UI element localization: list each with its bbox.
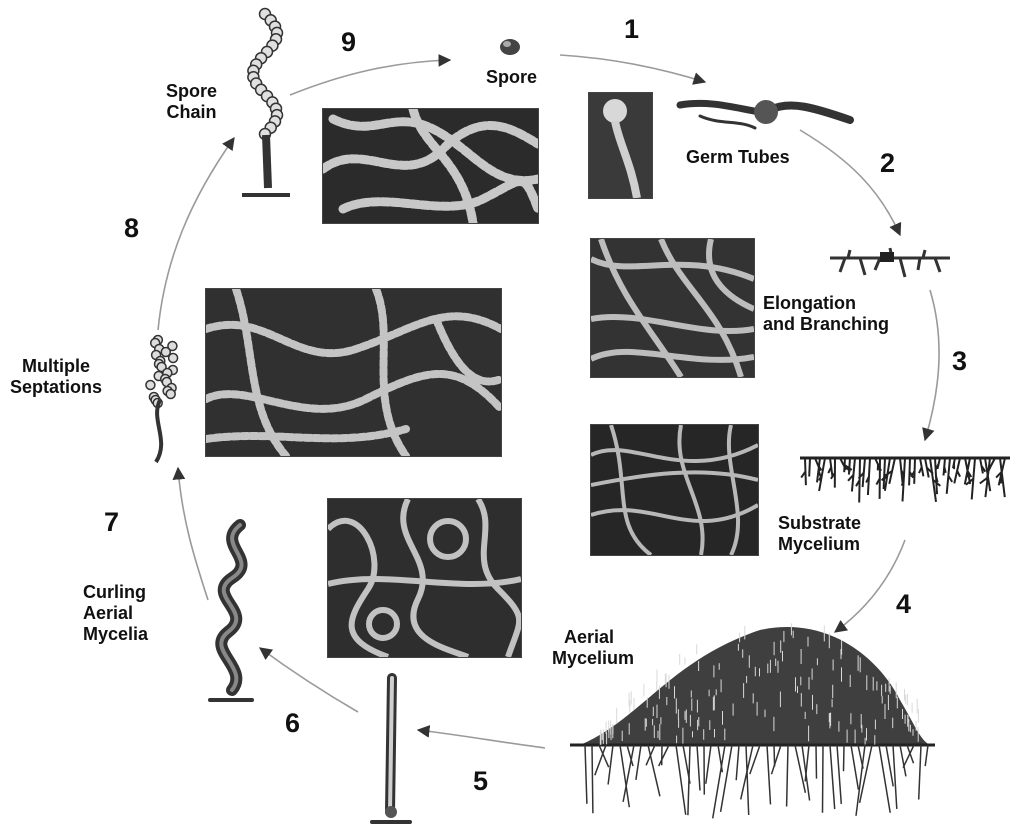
label-curling-aerial-mycelia: Curling Aerial Mycelia	[83, 582, 148, 645]
root-hypha	[925, 745, 928, 766]
root-hypha	[893, 745, 897, 809]
aerial-hypha-drawing	[372, 678, 410, 822]
root-hypha	[837, 745, 841, 804]
root-hypha	[767, 745, 771, 804]
root-hypha	[713, 745, 725, 818]
label-elongation-line2: and Branching	[763, 314, 889, 335]
root-hypha	[919, 745, 921, 800]
label-curling-line2: Aerial	[83, 603, 148, 624]
arrow-6	[260, 648, 358, 712]
label-spore: Spore	[486, 67, 537, 88]
root-hypha	[830, 745, 835, 809]
label-elongation-line1: Elongation	[763, 293, 889, 314]
root-hypha	[697, 745, 700, 791]
arrow-5	[418, 730, 545, 748]
root-hypha	[795, 745, 805, 793]
label-substrate-mycelium: Substrate Mycelium	[778, 513, 861, 555]
step-number-9: 9	[341, 27, 356, 58]
curling-mycelia-drawing	[210, 525, 252, 700]
germ-tubes-drawing	[680, 100, 850, 128]
label-germ-tubes: Germ Tubes	[686, 147, 790, 168]
label-substrate-line2: Mycelium	[778, 534, 861, 555]
step-number-5: 5	[473, 766, 488, 797]
root-hypha	[805, 745, 809, 781]
arrow-1	[560, 55, 705, 82]
step-number-8: 8	[124, 213, 139, 244]
step-number-1: 1	[624, 14, 639, 45]
root-hypha	[746, 745, 749, 815]
label-substrate-line1: Substrate	[778, 513, 861, 534]
root-hypha	[851, 745, 858, 790]
step-number-7: 7	[104, 507, 119, 538]
root-hypha	[608, 745, 613, 785]
root-hypha	[886, 745, 893, 786]
root-hypha	[599, 745, 609, 767]
label-septations-line2: Septations	[10, 377, 102, 398]
root-hypha	[787, 745, 788, 807]
spore-chain-drawing	[242, 9, 290, 196]
septum-segment	[169, 354, 178, 363]
substrate-mycelium-drawing	[800, 458, 1010, 503]
septation-drawing	[146, 336, 178, 463]
root-hypha	[844, 745, 845, 771]
root-hypha	[772, 745, 782, 774]
label-spore-chain-line1: Spore	[166, 81, 217, 102]
root-hypha	[706, 745, 711, 784]
arrow-3	[925, 290, 939, 440]
arrow-9	[290, 60, 450, 95]
root-hypha	[721, 745, 732, 812]
arrow-7	[178, 468, 208, 600]
step-number-3: 3	[952, 346, 967, 377]
root-hypha	[688, 745, 690, 815]
root-hypha	[585, 745, 587, 804]
arrow-8	[158, 138, 234, 330]
label-spore-chain: Spore Chain	[166, 81, 217, 123]
label-curling-line3: Mycelia	[83, 624, 148, 645]
root-hypha	[646, 745, 655, 765]
root-hypha	[659, 745, 669, 766]
label-aerial-line1: Aerial	[552, 627, 634, 648]
root-hypha	[592, 745, 593, 813]
step-number-4: 4	[896, 589, 911, 620]
spore-drawing	[500, 39, 520, 55]
label-septations-line1: Multiple	[10, 356, 102, 377]
label-aerial-mycelium: Aerial Mycelium	[552, 627, 634, 669]
step-number-6: 6	[285, 708, 300, 739]
septum-segment	[146, 381, 155, 390]
root-hypha	[636, 745, 641, 780]
root-hypha	[823, 745, 824, 813]
root-hypha	[736, 745, 739, 780]
septum-segment	[166, 390, 175, 399]
step-number-2: 2	[880, 148, 895, 179]
label-aerial-line2: Mycelium	[552, 648, 634, 669]
branching-drawing	[830, 248, 950, 277]
label-curling-line1: Curling	[83, 582, 148, 603]
root-hypha	[900, 745, 906, 776]
label-spore-chain-line2: Chain	[166, 102, 217, 123]
root-hypha	[648, 745, 660, 796]
label-multiple-septations: Multiple Septations	[10, 356, 102, 398]
label-elongation-and-branching: Elongation and Branching	[763, 293, 889, 335]
arrow-2	[800, 130, 900, 235]
root-hypha	[816, 745, 817, 779]
